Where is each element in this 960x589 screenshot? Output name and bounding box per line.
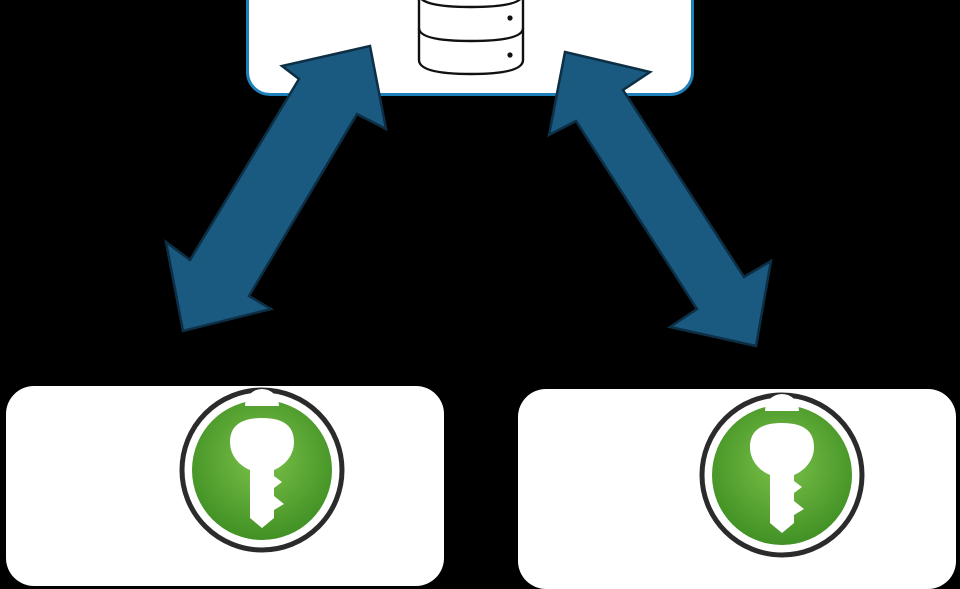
sync-arrow-right bbox=[547, 50, 773, 348]
sync-diagram bbox=[6, 0, 956, 589]
keepassxc-key-icon bbox=[699, 392, 865, 558]
diagram-graphics bbox=[164, 0, 865, 558]
database-icon bbox=[417, 0, 525, 76]
keepassxc-key-icon bbox=[179, 387, 345, 553]
sync-arrow-left bbox=[164, 44, 388, 333]
